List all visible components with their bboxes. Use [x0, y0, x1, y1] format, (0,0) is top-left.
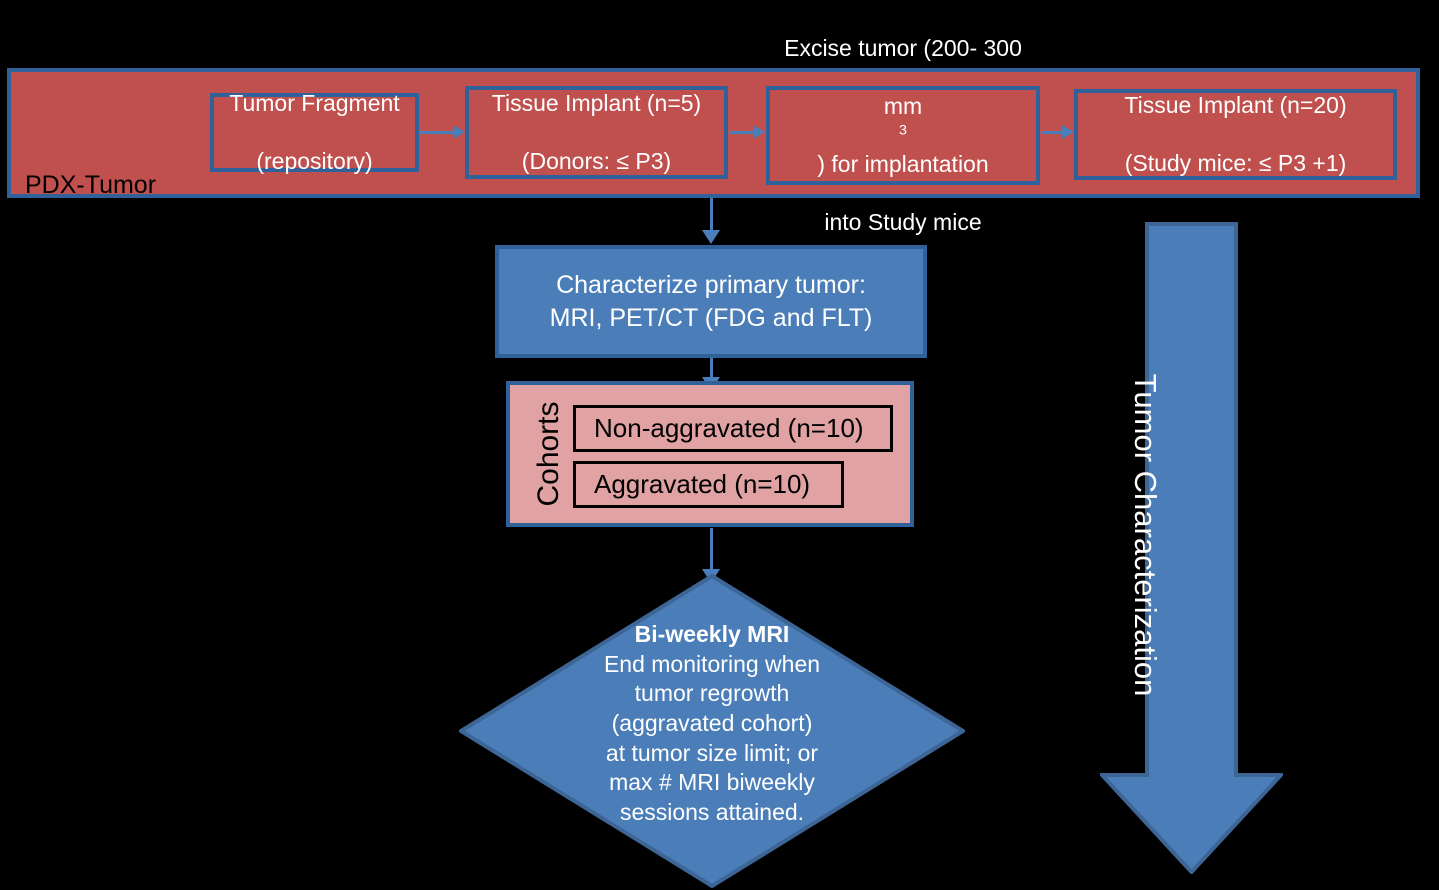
step-tumor-fragment-text: Tumor Fragment (repository): [217, 89, 411, 176]
decision-line-3: (aggravated cohort): [611, 709, 813, 736]
characterize-line2: MRI, PET/CT (FDG and FLT): [549, 303, 873, 332]
step-excise-tumor-line3: into Study mice: [824, 208, 982, 235]
step-tissue-implant-study-mice-text: Tissue Implant (n=20) (Study mice: ≤ P3 +…: [1112, 91, 1358, 178]
tumor-characterization-arrow: Tumor Characterization: [1100, 222, 1283, 874]
characterize-primary-tumor-text: Characterize primary tumor: MRI, PET/CT (…: [550, 269, 873, 334]
arrow-connector-characterize-to-cohorts-icon: [702, 358, 720, 391]
diamond-shape-icon: [459, 574, 965, 888]
step-tissue-implant-donors-text: Tissue Implant (n=5) (Donors: ≤ P3): [480, 89, 713, 176]
step-tumor-fragment-line2: (repository): [256, 147, 373, 174]
step-excise-tumor-text: Excise tumor (200- 300 mm 3 ) for implantat…: [772, 34, 1034, 237]
step-tumor-fragment[interactable]: Tumor Fragment (repository): [210, 90, 419, 174]
cohorts-group: Cohorts Non-aggravated (n=10) Aggravated…: [506, 381, 914, 527]
decision-title: Bi-weekly MRI: [634, 621, 790, 647]
decision-line-4: at tumor size limit; or: [605, 739, 819, 766]
decision-line-1: End monitoring when: [603, 650, 821, 677]
characterize-primary-tumor-box[interactable]: Characterize primary tumor: MRI, PET/CT (…: [495, 245, 927, 358]
step-tumor-fragment-line1: Tumor Fragment: [229, 90, 400, 117]
step-tissue-implant-donors[interactable]: Tissue Implant (n=5) (Donors: ≤ P3): [465, 86, 728, 179]
step-excise-tumor-line1: Excise tumor (200- 300: [784, 35, 1022, 62]
down-arrow-icon: [1100, 222, 1283, 874]
arrow-connector-excise-to-study-icon: [1041, 125, 1074, 139]
step-tissue-implant-study-mice-line2: (Study mice: ≤ P3 +1): [1124, 149, 1347, 176]
step-tissue-implant-donors-line1: Tissue Implant (n=5): [491, 90, 702, 117]
step-excise-tumor-line2b: ) for implantation: [817, 150, 989, 177]
arrow-connector-donor-to-excise-icon: [729, 125, 765, 139]
arrow-connector-cohorts-to-decision-icon: [702, 528, 720, 583]
step-tissue-implant-study-mice-line1: Tissue Implant (n=20): [1124, 92, 1347, 119]
cohorts-group-label: Cohorts: [532, 401, 565, 507]
bi-weekly-mri-decision-diamond[interactable]: Bi-weekly MRI End monitoring when tumor …: [459, 574, 965, 888]
step-excise-tumor[interactable]: Excise tumor (200- 300 mm 3 ) for implantat…: [766, 35, 1040, 235]
tumor-characterization-label: Tumor Characterization: [1128, 373, 1163, 697]
decision-line-5: max # MRI biweekly: [609, 769, 815, 796]
cohort-aggravated[interactable]: Aggravated (n=10): [573, 461, 844, 508]
cohort-non-aggravated[interactable]: Non-aggravated (n=10): [573, 405, 893, 452]
characterize-line1: Characterize primary tumor:: [556, 271, 866, 299]
cohort-non-aggravated-label: Non-aggravated (n=10): [594, 413, 864, 443]
step-tissue-implant-study-mice[interactable]: Tissue Implant (n=20) (Study mice: ≤ P3 +…: [1074, 89, 1397, 180]
arrow-connector-banner-to-characterize-icon: [702, 198, 720, 244]
cohort-aggravated-label: Aggravated (n=10): [594, 469, 811, 499]
decision-line-6: sessions attained.: [619, 798, 805, 825]
decision-text-block: Bi-weekly MRI End monitoring when tumor …: [459, 620, 965, 828]
step-excise-tumor-line2: mm: [883, 93, 923, 120]
step-tissue-implant-donors-line2: (Donors: ≤ P3): [521, 147, 672, 174]
arrow-connector-fragment-to-donor-icon: [420, 125, 465, 139]
step-excise-tumor-superscript: 3: [899, 122, 907, 139]
decision-line-2: tumor regrowth: [634, 680, 790, 707]
banner-label: PDX-Tumor Development: [25, 171, 173, 230]
